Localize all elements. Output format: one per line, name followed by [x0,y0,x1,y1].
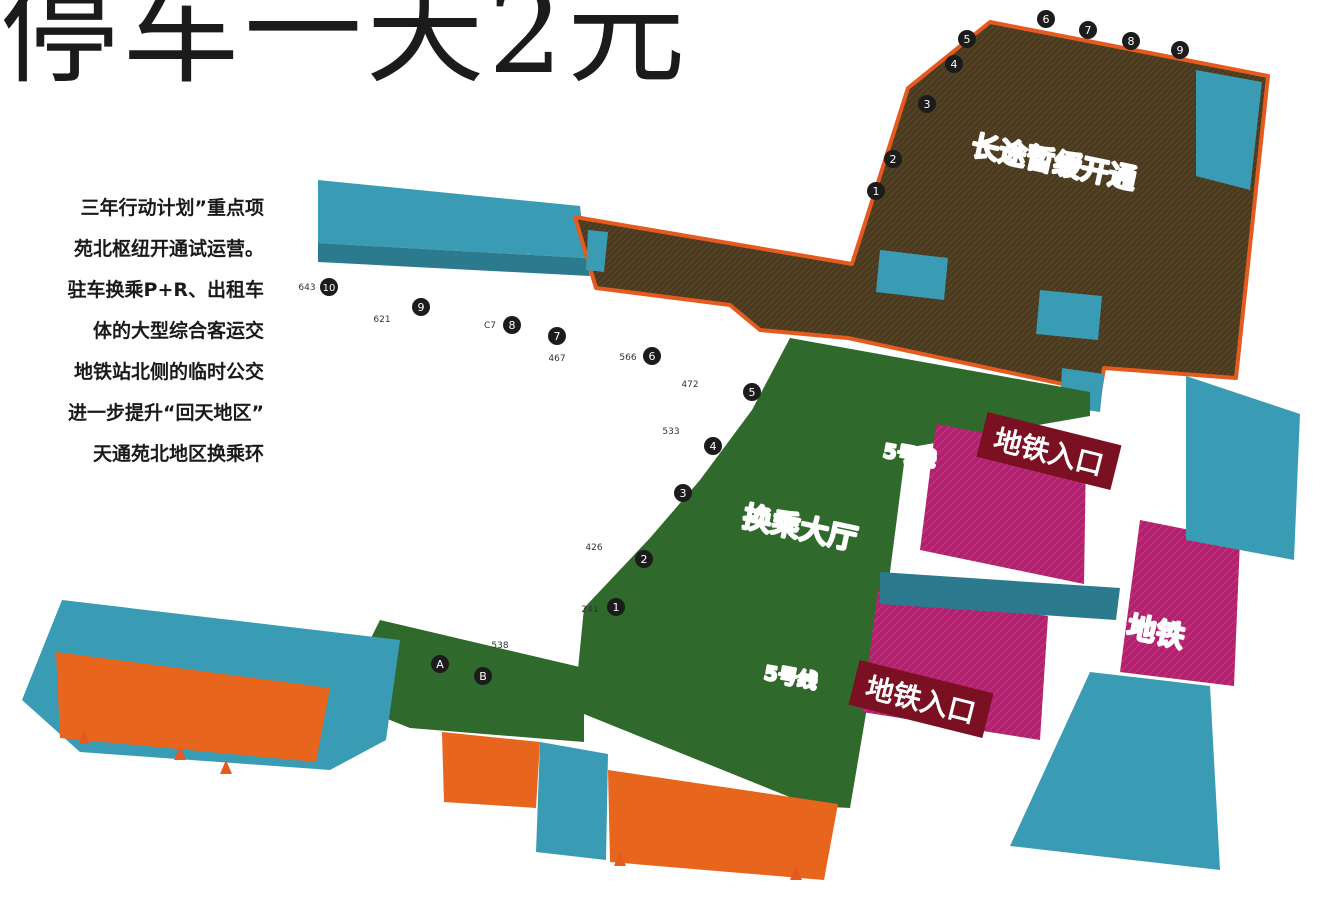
route-labels: 467 566 C7 643 621 533 472 426 241 538 [298,283,698,651]
headline: 停车一天2元 [0,0,690,100]
route-538: 538 [491,641,508,651]
article-line: 体的大型综合客运交 [92,320,264,342]
route-241: 241 [581,605,598,615]
svg-text:8: 8 [1128,35,1135,48]
article-line: 苑北枢纽开通试运营。 [73,238,264,260]
gate-3: 3 [918,95,936,113]
route-C7: C7 [484,321,496,331]
route-621: 621 [373,315,390,325]
svg-text:3: 3 [680,487,687,500]
route-472: 472 [681,380,698,390]
bus-stop-9: 9 [412,298,430,316]
northwest-wing [318,180,586,258]
svg-text:4: 4 [710,440,717,453]
arrow-icon [78,730,90,744]
svg-text:B: B [479,670,487,683]
svg-text:2: 2 [890,153,897,166]
bus-stop-8: 8 [503,316,521,334]
bus-stop-markers: 1 2 3 4 5 6 7 8 9 10 A B [320,278,761,685]
bus-stop-10: 10 [320,278,338,296]
arrow-icon [220,760,232,774]
article-line: 驻车换乘P+R、出租车 [67,279,264,301]
platform-bottom-left [442,732,540,808]
bus-stop-7: 7 [548,327,566,345]
arrow-icon [174,746,186,760]
article-line: 天通苑北地区换乘环 [92,443,264,465]
svg-text:6: 6 [649,350,656,363]
gate-4: 4 [945,55,963,73]
svg-text:5: 5 [749,386,756,399]
article-line: 地铁站北侧的临时公交 [73,361,264,383]
arrow-icon [614,852,626,866]
long-distance-area [573,20,1270,394]
bus-stop-6: 6 [643,347,661,365]
svg-text:3: 3 [924,98,931,111]
article-text: 三年行动计划”重点项 苑北枢纽开通试运营。 驻车换乘P+R、出租车 体的大型综合… [0,188,264,475]
route-566: 566 [619,353,636,363]
platform-bottom-right [608,770,838,880]
arrow-icon [790,866,802,880]
svg-text:9: 9 [1177,44,1184,57]
svg-text:A: A [436,658,444,671]
bus-stop-3: 3 [674,484,692,502]
entrance-arrows [78,730,802,880]
article-line: 进一步提升“回天地区” [68,402,264,424]
gate-2: 2 [884,150,902,168]
svg-text:5: 5 [964,33,971,46]
bus-stop-B: B [474,667,492,685]
route-533: 533 [662,427,679,437]
bus-stop-A: A [431,655,449,673]
gate-7: 7 [1079,21,1097,39]
svg-text:8: 8 [509,319,516,332]
bus-stop-4: 4 [704,437,722,455]
gate-1: 1 [867,182,885,200]
subway-block-right [1120,520,1240,686]
svg-text:1: 1 [873,185,880,198]
route-467: 467 [548,354,565,364]
svg-text:1: 1 [613,601,620,614]
svg-text:7: 7 [1085,24,1092,37]
svg-text:2: 2 [641,553,648,566]
bus-stop-2: 2 [635,550,653,568]
transfer-hall-floor [574,338,1090,808]
svg-text:4: 4 [951,58,958,71]
article-line: 三年行动计划”重点项 [80,197,265,219]
gate-9: 9 [1171,41,1189,59]
svg-text:9: 9 [418,301,425,314]
gate-markers: 1 2 3 4 5 6 7 8 9 [867,10,1189,200]
svg-text:10: 10 [323,283,336,294]
gate-5: 5 [958,30,976,48]
svg-text:7: 7 [554,330,561,343]
route-426: 426 [585,543,602,553]
bus-stop-1: 1 [607,598,625,616]
gate-6: 6 [1037,10,1055,28]
gate-8: 8 [1122,32,1140,50]
svg-text:6: 6 [1043,13,1050,26]
bus-stop-5: 5 [743,383,761,401]
route-643: 643 [298,283,315,293]
